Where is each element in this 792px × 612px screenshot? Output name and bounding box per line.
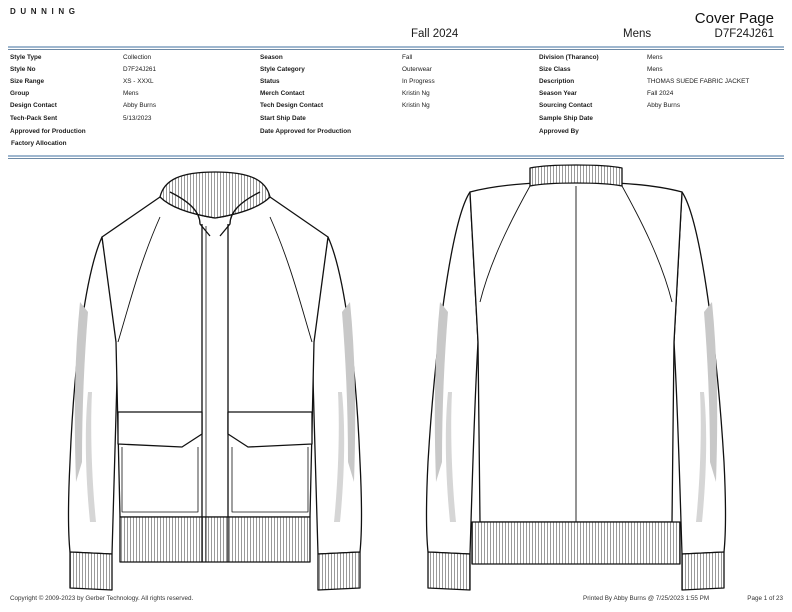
value-merch-contact: Kristin Ng — [402, 90, 430, 97]
value-size-range: XS - XXXL — [123, 78, 154, 85]
value-style-type: Collection — [123, 54, 152, 61]
label-start-ship-date: Start Ship Date — [260, 115, 306, 122]
label-season-year: Season Year — [539, 90, 577, 97]
jacket-front-view — [67, 171, 363, 591]
header-divider-thin — [8, 49, 784, 50]
label-description: Description — [539, 78, 575, 85]
label-tech-design-contact: Tech Design Contact — [260, 102, 324, 109]
jacket-back-view — [425, 164, 727, 591]
value-style-no: D7F24J261 — [123, 66, 157, 73]
header-season: Fall 2024 — [411, 28, 459, 40]
label-sourcing-contact: Sourcing Contact — [539, 102, 593, 109]
label-sample-ship-date: Sample Ship Date — [539, 115, 593, 122]
value-sourcing-contact: Abby Burns — [647, 102, 681, 109]
label-tech-pack-sent: Tech-Pack Sent — [10, 115, 58, 122]
label-style-type: Style Type — [10, 54, 42, 61]
label-merch-contact: Merch Contact — [260, 90, 305, 97]
value-division: Mens — [647, 54, 663, 61]
label-size-range: Size Range — [10, 78, 45, 85]
footer-printed-by: Printed By Abby Burns @ 7/25/2023 1:55 P… — [583, 595, 710, 602]
footer-copyright: Copyright © 2009-2023 by Gerber Technolo… — [10, 595, 194, 602]
value-design-contact: Abby Burns — [123, 102, 157, 109]
label-style-no: Style No — [10, 66, 36, 73]
value-season: Fall — [402, 54, 413, 61]
header-divider — [8, 46, 784, 48]
brand-logo: DUNNING — [10, 7, 80, 16]
value-tech-pack-sent: 5/13/2023 — [123, 115, 152, 122]
style-info-table: Style Type Collection Style No D7F24J261… — [10, 54, 780, 154]
value-status: In Progress — [402, 78, 435, 85]
header-style-no: D7F24J261 — [714, 28, 774, 40]
label-size-class: Size Class — [539, 66, 571, 73]
label-approved-by: Approved By — [539, 128, 579, 135]
label-approved-for-production: Approved for Production — [10, 128, 86, 135]
label-season: Season — [260, 54, 283, 61]
info-divider — [8, 155, 784, 157]
value-season-year: Fall 2024 — [647, 90, 674, 97]
label-design-contact: Design Contact — [10, 102, 57, 109]
info-divider-thin — [8, 158, 784, 159]
value-style-category: Outerwear — [402, 66, 432, 73]
page-title: Cover Page — [694, 10, 774, 27]
footer-page-number: Page 1 of 23 — [747, 595, 783, 602]
value-tech-design-contact: Kristin Ng — [402, 102, 430, 109]
label-factory-allocation: Factory Allocation — [11, 140, 67, 147]
label-date-approved: Date Approved for Production — [260, 128, 352, 135]
value-group: Mens — [123, 90, 139, 97]
label-group: Group — [10, 90, 30, 97]
jacket-flat-sketch — [60, 162, 732, 592]
value-size-class: Mens — [647, 66, 663, 73]
label-style-category: Style Category — [260, 66, 305, 73]
label-status: Status — [260, 78, 280, 85]
header-division: Mens — [623, 28, 652, 40]
label-division: Division (Tharanco) — [539, 54, 599, 61]
value-description: THOMAS SUEDE FABRIC JACKET — [647, 78, 750, 85]
